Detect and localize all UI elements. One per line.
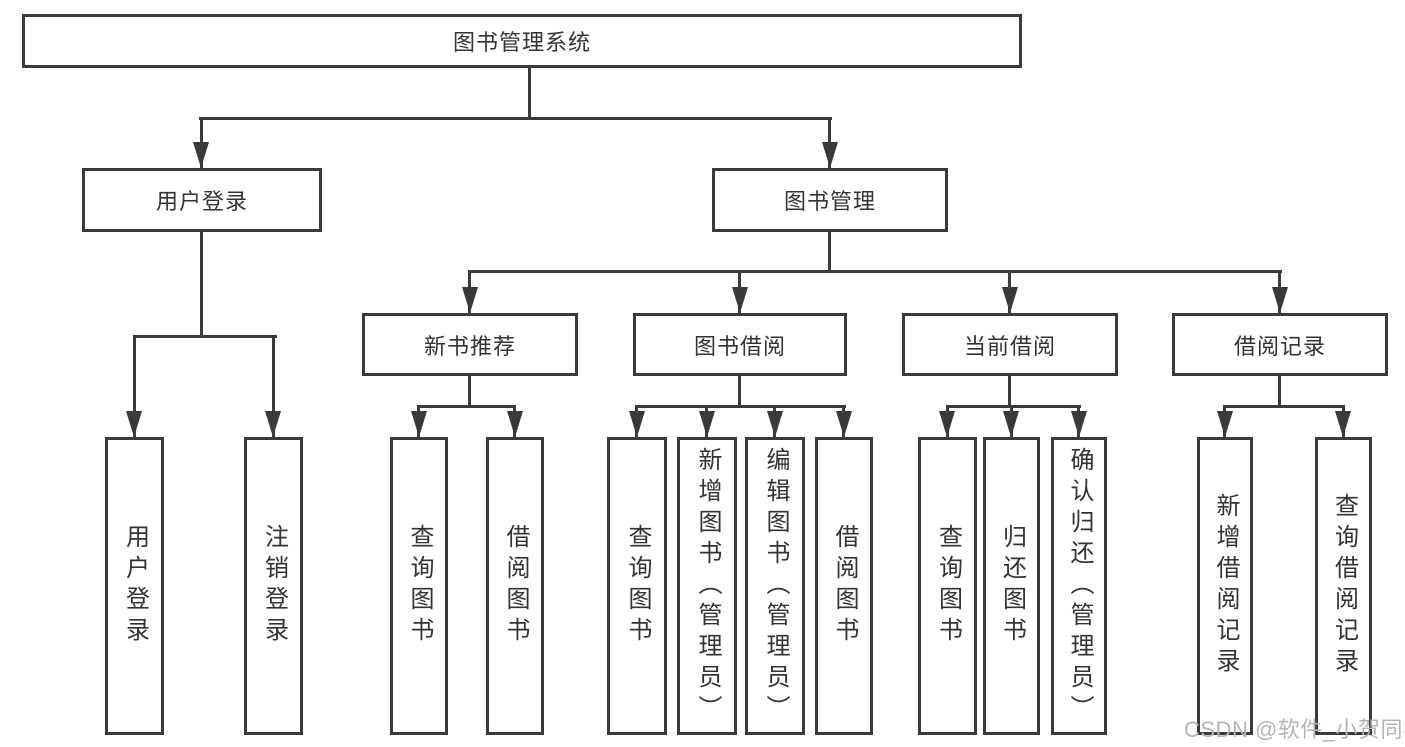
leaf-label: 归还图书	[998, 524, 1026, 648]
arrow-down-icon	[1335, 411, 1351, 437]
node-label: 借阅记录	[1233, 333, 1326, 359]
arrow-down-icon	[836, 411, 852, 437]
connector-line	[1223, 405, 1345, 408]
watermark: CSDN @软件_小贺同学	[1184, 717, 1405, 742]
connector-line	[468, 376, 471, 408]
node-borrow-records: 借阅记录	[1172, 313, 1388, 376]
arrow-down-icon	[939, 411, 955, 437]
leaf-label: 新增借阅记录	[1212, 493, 1239, 679]
leaf-user-login: 用户登录	[105, 437, 164, 735]
connector-line	[738, 376, 741, 408]
node-label: 图书借阅	[693, 333, 786, 359]
node-label: 图书管理	[783, 189, 876, 214]
arrow-down-icon	[732, 287, 748, 313]
connector-line	[133, 335, 277, 338]
arrow-down-icon	[1002, 287, 1018, 313]
arrow-down-icon	[462, 287, 478, 313]
connector-line	[1278, 376, 1281, 408]
leaf-borrow-books: 借阅图书	[486, 437, 544, 735]
leaf-query-books: 查询图书	[390, 437, 448, 735]
arrow-down-icon	[193, 142, 209, 168]
node-label: 用户登录	[155, 189, 248, 214]
arrow-down-icon	[411, 411, 427, 437]
arrow-down-icon	[1272, 287, 1288, 313]
connector-line	[1008, 376, 1011, 408]
leaf-edit-books-admin: 编辑图书（管理员）	[745, 437, 805, 735]
arrow-down-icon	[629, 411, 645, 437]
connector-line	[528, 68, 531, 120]
leaf-label: 借阅图书	[831, 524, 858, 648]
arrow-down-icon	[767, 411, 783, 437]
leaf-label: 注销登录	[260, 524, 288, 648]
leaf-label: 用户登录	[121, 524, 149, 648]
node-current-borrow: 当前借阅	[902, 313, 1118, 376]
node-user-login: 用户登录	[82, 168, 322, 232]
leaf-query-books: 查询图书	[607, 437, 667, 735]
node-label: 新书推荐	[423, 333, 516, 359]
node-label: 当前借阅	[963, 333, 1056, 359]
connector-line	[828, 232, 831, 273]
arrow-down-icon	[1003, 411, 1019, 437]
leaf-label: 确认归还（管理员）	[1066, 446, 1093, 726]
node-book-management: 图书管理	[712, 168, 948, 232]
leaf-label: 查询借阅记录	[1330, 493, 1358, 679]
leaf-label: 查询图书	[406, 524, 433, 648]
arrow-down-icon	[1217, 411, 1233, 437]
leaf-add-books-admin: 新增图书（管理员）	[677, 437, 737, 735]
connector-line	[468, 270, 1282, 273]
arrow-down-icon	[507, 411, 523, 437]
arrow-down-icon	[126, 411, 142, 437]
leaf-query-books: 查询图书	[918, 437, 977, 735]
connector-line	[199, 117, 832, 120]
arrow-down-icon	[265, 411, 281, 437]
connector-line	[417, 405, 516, 408]
node-library-system: 图书管理系统	[22, 14, 1022, 68]
leaf-add-borrow-record: 新增借阅记录	[1197, 437, 1253, 735]
arrow-down-icon	[1071, 411, 1087, 437]
leaf-label: 新增图书（管理员）	[694, 446, 721, 726]
connector-line	[133, 335, 136, 437]
arrow-down-icon	[699, 411, 715, 437]
connector-line	[946, 405, 1081, 408]
leaf-query-borrow-record: 查询借阅记录	[1315, 437, 1372, 735]
node-label: 图书管理系统	[452, 30, 591, 55]
connector-line	[272, 335, 275, 437]
leaf-label: 查询图书	[934, 524, 962, 648]
connector-line	[635, 405, 846, 408]
leaf-confirm-return-admin: 确认归还（管理员）	[1051, 437, 1107, 735]
node-book-borrow: 图书借阅	[633, 313, 847, 376]
arrow-down-icon	[822, 142, 838, 168]
node-new-book-recommend: 新书推荐	[362, 313, 578, 376]
leaf-label: 查询图书	[624, 524, 651, 648]
leaf-logout: 注销登录	[244, 437, 303, 735]
leaf-label: 借阅图书	[502, 524, 529, 648]
connector-line	[200, 232, 203, 337]
leaf-return-books: 归还图书	[983, 437, 1040, 735]
leaf-borrow-books: 借阅图书	[815, 437, 873, 735]
leaf-label: 编辑图书（管理员）	[762, 446, 789, 726]
